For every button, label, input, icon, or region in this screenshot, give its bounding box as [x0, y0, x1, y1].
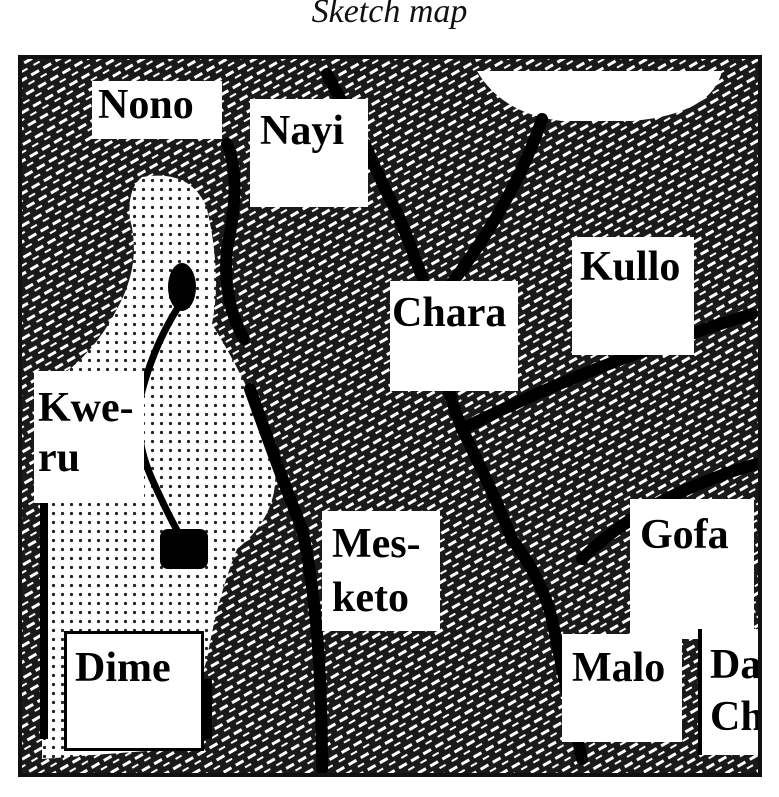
region-label-chara: Chara — [390, 281, 518, 391]
region-label-mesketo: Mes- keto — [322, 511, 440, 631]
lake-area — [42, 175, 276, 760]
top-clearing — [477, 71, 722, 121]
region-label-nono: Nono — [92, 81, 222, 139]
sketch-map: Nono Nayi Kullo Chara Kwe- ru Mes- keto … — [18, 55, 762, 777]
region-label-dache: Da Ch — [698, 629, 758, 755]
region-label-gofa: Gofa — [630, 499, 754, 639]
region-label-dime: Dime — [64, 631, 204, 751]
region-label-kullo: Kullo — [572, 237, 694, 355]
shore-marks — [40, 499, 212, 739]
region-label-malo: Malo — [562, 634, 682, 742]
region-label-nayi: Nayi — [250, 99, 368, 207]
page-title: Sketch map — [311, 0, 468, 30]
region-label-kweru: Kwe- ru — [34, 371, 144, 503]
